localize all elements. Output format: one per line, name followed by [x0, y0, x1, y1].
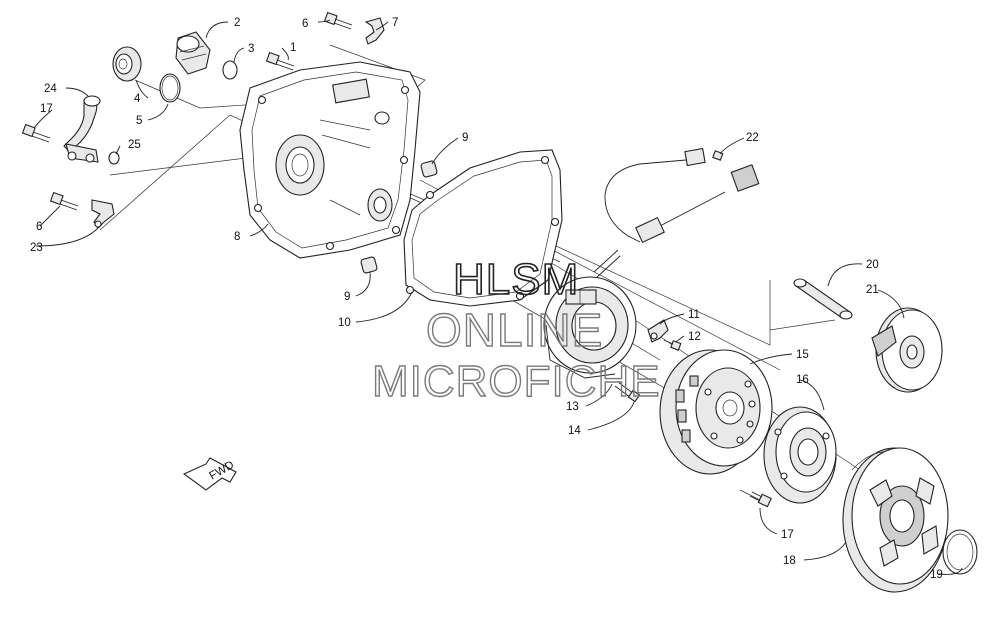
- callout-7: 7: [392, 17, 398, 29]
- callout-16: 16: [796, 374, 809, 386]
- bolt-part-1: [265, 51, 295, 71]
- callout-23: 23: [30, 242, 43, 254]
- callout-9-upper: 9: [462, 132, 468, 144]
- callout-12: 12: [688, 331, 701, 343]
- shaft-part-20: [793, 278, 853, 320]
- o-ring-part-25: [108, 151, 120, 165]
- clamp-part-11: [647, 319, 669, 343]
- bolt-part-6-lower: [49, 191, 79, 211]
- callout-15: 15: [796, 349, 809, 361]
- callout-14: 14: [568, 425, 581, 437]
- watermark-line-2: ONLINE: [426, 304, 603, 356]
- callout-17-right: 17: [781, 529, 794, 541]
- o-ring-part-3: [222, 60, 238, 80]
- gasket-part-10: [403, 149, 563, 307]
- callout-3: 3: [248, 43, 254, 55]
- starter-gear-part-18: [842, 447, 949, 593]
- watermark-line-1: HLSM: [453, 255, 579, 304]
- callout-1: 1: [290, 42, 296, 54]
- callout-11: 11: [688, 309, 700, 321]
- plug-part-2: [175, 31, 211, 75]
- breather-fitting-part-24: [63, 95, 101, 163]
- flywheel-part-15: [659, 349, 773, 475]
- watermark-line-3: MICROFICHE: [372, 357, 661, 406]
- o-ring-part-5: [159, 73, 181, 103]
- clamp-part-7: [364, 17, 385, 45]
- bolt-part-17-left: [21, 123, 51, 143]
- callout-6-top: 6: [302, 18, 308, 30]
- callout-18: 18: [783, 555, 796, 567]
- dowel-pin-part-9-lower: [360, 256, 378, 274]
- oil-seal-part-4: [112, 46, 142, 82]
- callout-numbers: 1 2 3 4 5 6 6 7 8 9 9 10 11 12 13 14 15 …: [30, 17, 943, 581]
- screw-part-12: [663, 339, 682, 351]
- leader-lines: [33, 19, 963, 575]
- o-ring-part-19: [942, 529, 978, 575]
- callout-21: 21: [866, 284, 879, 296]
- callout-10: 10: [338, 317, 351, 329]
- forward-direction-arrow: FWD: [182, 457, 237, 491]
- callout-25: 25: [128, 139, 141, 151]
- callout-13: 13: [566, 401, 579, 413]
- bolt-part-17-right: [749, 491, 772, 508]
- bolt-part-13: [614, 381, 641, 403]
- callout-9-lower: 9: [344, 291, 350, 303]
- callout-24: 24: [44, 83, 57, 95]
- callout-5: 5: [136, 115, 142, 127]
- callout-20: 20: [866, 259, 879, 271]
- idler-gear-part-21: [871, 307, 943, 393]
- callout-17-left: 17: [40, 103, 53, 115]
- clamp-part-23: [91, 199, 115, 229]
- starter-clutch-part-16: [763, 406, 837, 504]
- callout-6-lower: 6: [36, 221, 42, 233]
- bolt-part-6-top: [323, 11, 353, 30]
- dowel-pin-part-9-upper: [420, 160, 438, 178]
- callout-19: 19: [930, 569, 943, 581]
- callout-2: 2: [234, 17, 240, 29]
- callout-22: 22: [746, 132, 759, 144]
- engine-side-cover-part-8: [239, 61, 421, 259]
- callout-4: 4: [134, 93, 141, 105]
- wire-harness-part-22: [593, 147, 760, 279]
- watermark: HLSM ONLINE MICROFICHE: [371, 254, 661, 407]
- stator-part-13: [543, 276, 637, 379]
- callout-8: 8: [234, 231, 240, 243]
